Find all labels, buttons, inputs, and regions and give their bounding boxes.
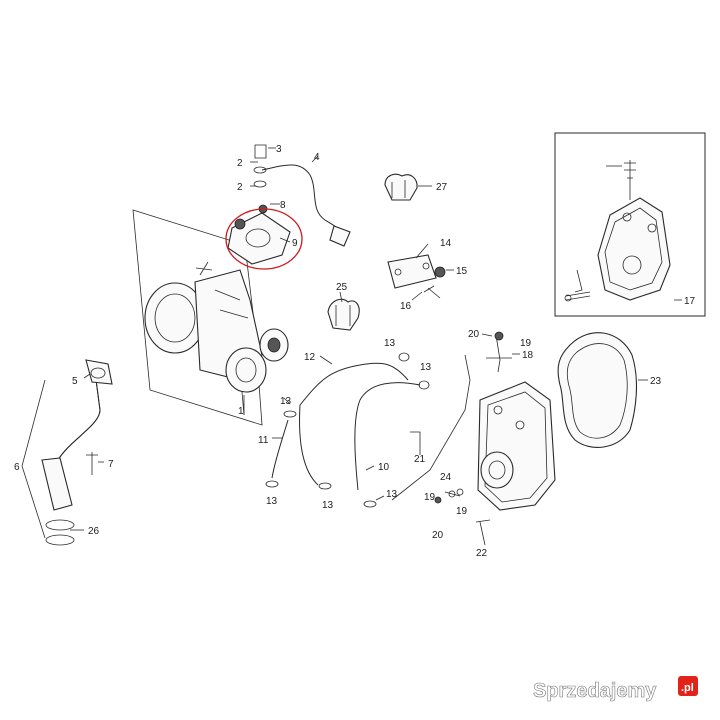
pump-housing [391,331,556,546]
callout-7: 7 [108,459,114,470]
callout-3: 3 [276,144,282,155]
clamp-part-25 [327,298,360,331]
callout-27: 27 [436,182,448,193]
callout-20: 20 [432,530,444,541]
callout-21: 21 [414,454,426,465]
callout-26: 26 [88,526,100,537]
callout-2: 2 [237,158,243,169]
watermark-text: Sprzedajemy [533,680,657,702]
callout-25: 25 [336,282,348,293]
callout-19: 19 [456,506,468,517]
callout-17: 17 [684,296,696,307]
highlight-ring [225,208,303,270]
coolant-hose-part-10 [354,380,430,508]
callout-24: 24 [440,472,452,483]
inset-part-17 [554,132,706,317]
callout-13: 13 [384,338,396,349]
callout-labels: 1 2 2 3 4 5 6 7 8 9 10 11 12 13 13 13 13… [14,144,696,559]
watermark-suffix: .pl [681,682,694,694]
callout-20: 20 [468,329,480,340]
callout-13: 13 [386,489,398,500]
callout-10: 10 [378,462,390,473]
callout-11: 11 [258,435,269,446]
turbocharger-part-1 [132,209,289,426]
callout-13: 13 [266,496,278,507]
callout-12: 12 [304,352,316,363]
coolant-hose-part-11 [265,410,297,488]
callout-9: 9 [292,238,298,249]
callout-13: 13 [322,500,334,511]
callout-16: 16 [400,301,412,312]
bracket-part-14 [387,254,446,299]
callout-15: 15 [456,266,468,277]
callout-2: 2 [237,182,243,193]
callout-13: 13 [420,362,432,373]
clamp-part-27 [384,173,418,201]
gasket-part-9 [225,204,303,270]
oil-feed-line-part-4 [253,144,351,247]
watermark: Sprzedajemy .pl [533,676,698,702]
pump-gasket-part-23 [557,332,637,448]
callout-18: 18 [522,350,534,361]
callout-19: 19 [424,492,436,503]
callout-13: 13 [280,396,292,407]
watermark-badge [678,676,698,696]
callout-23: 23 [650,376,662,387]
callout-5: 5 [72,376,78,387]
callout-1: 1 [238,406,244,417]
callout-4: 4 [314,152,320,163]
oil-return-pipe-part-6 [41,359,113,546]
leader-lines [21,147,648,539]
callout-8: 8 [280,200,286,211]
coolant-hose-part-12 [299,352,410,490]
callout-22: 22 [476,548,488,559]
callout-14: 14 [440,238,452,249]
callout-6: 6 [14,462,20,473]
callout-19: 19 [520,338,532,349]
